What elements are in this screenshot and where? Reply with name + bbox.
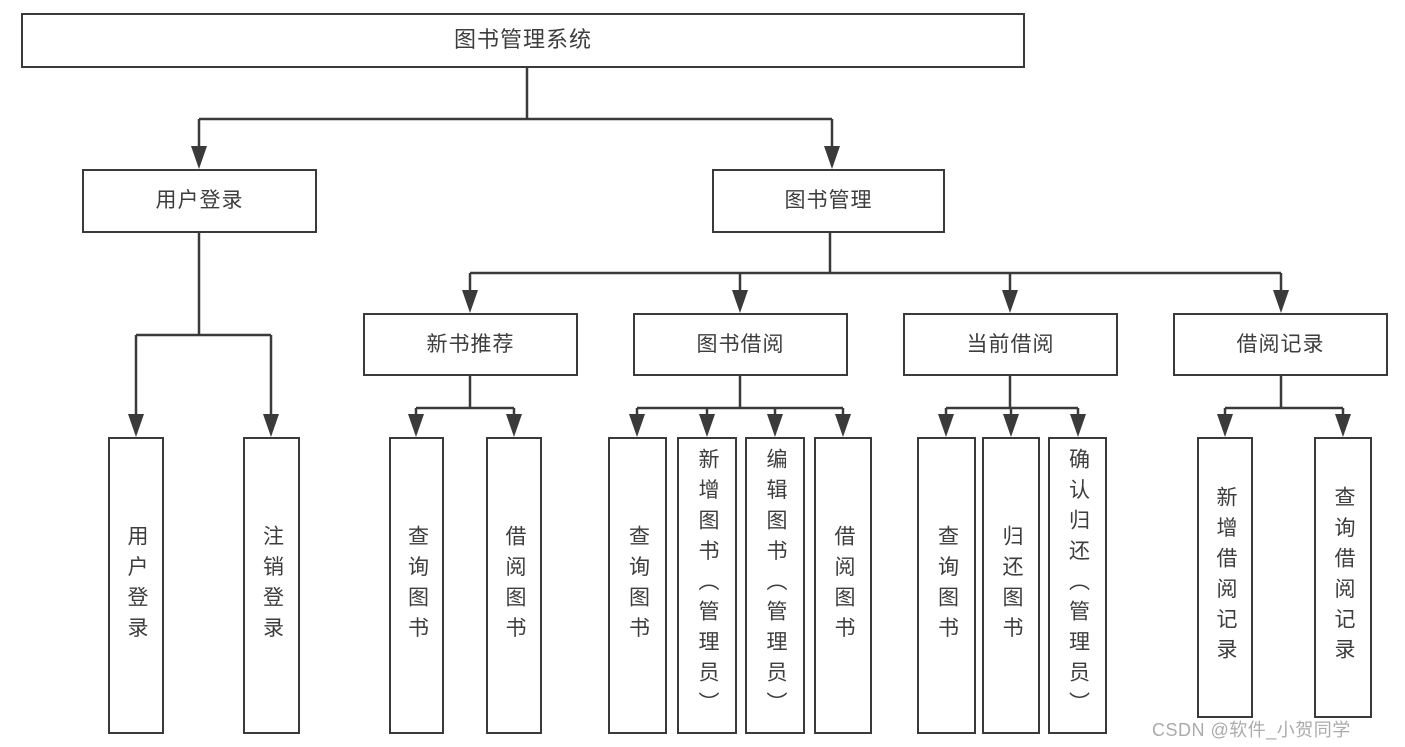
leaf-query-books-1: 查询图书: [389, 437, 444, 734]
node-current-borrowing: 当前借阅: [903, 313, 1118, 376]
leaf-label: 查询借阅记录: [1332, 486, 1355, 669]
node-label: 借阅记录: [1236, 332, 1325, 356]
leaf-edit-book-admin: 编辑图书（管理员）: [745, 437, 805, 734]
node-label: 图书借阅: [696, 332, 785, 356]
leaf-label: 查询图书: [626, 524, 650, 647]
node-book-borrowing: 图书借阅: [633, 313, 848, 376]
leaf-borrow-books-2: 借阅图书: [814, 437, 872, 734]
leaf-query-books-3: 查询图书: [917, 437, 976, 734]
leaf-query-borrow-record: 查询借阅记录: [1314, 437, 1372, 718]
leaf-logout: 注销登录: [243, 437, 300, 734]
leaf-label: 注销登录: [260, 524, 284, 647]
node-borrow-records: 借阅记录: [1173, 313, 1388, 376]
leaf-label: 新增借阅记录: [1214, 486, 1237, 669]
leaf-add-book-admin: 新增图书（管理员）: [677, 437, 737, 734]
leaf-label: 查询图书: [935, 524, 959, 647]
leaf-confirm-return-admin: 确认归还（管理员）: [1048, 437, 1107, 734]
leaf-label: 确认归还（管理员）: [1066, 448, 1090, 723]
leaf-label: 借阅图书: [503, 524, 526, 647]
leaf-return-book: 归还图书: [982, 437, 1040, 734]
node-library-management-system: 图书管理系统: [21, 13, 1025, 68]
node-label: 用户登录: [155, 189, 244, 213]
leaf-label: 查询图书: [405, 524, 429, 647]
node-book-management: 图书管理: [712, 169, 945, 233]
node-label: 当前借阅: [966, 332, 1055, 356]
node-label: 新书推荐: [426, 332, 515, 356]
leaf-label: 编辑图书（管理员）: [764, 448, 787, 723]
leaf-borrow-books-1: 借阅图书: [486, 437, 542, 734]
node-label: 图书管理: [784, 189, 873, 213]
leaf-label: 新增图书（管理员）: [696, 448, 719, 723]
csdn-watermark: CSDN @软件_小贺同学: [1152, 720, 1351, 740]
node-label: 图书管理系统: [453, 27, 592, 53]
leaf-label: 借阅图书: [832, 524, 855, 647]
leaf-query-books-2: 查询图书: [608, 437, 667, 734]
leaf-label: 用户登录: [125, 524, 148, 647]
leaf-label: 归还图书: [1000, 524, 1023, 647]
node-new-book-recommend: 新书推荐: [363, 313, 578, 376]
node-user-login: 用户登录: [82, 169, 317, 233]
leaf-user-login: 用户登录: [108, 437, 164, 734]
leaf-add-borrow-record: 新增借阅记录: [1197, 437, 1253, 718]
